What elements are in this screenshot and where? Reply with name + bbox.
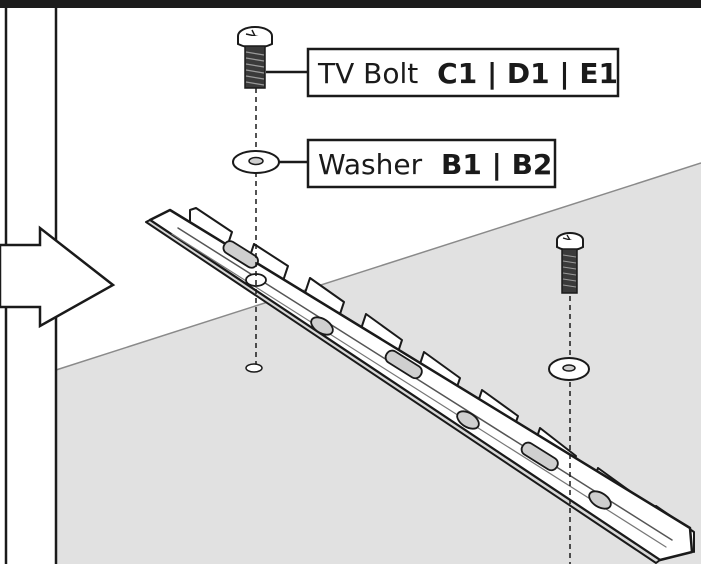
tv-bolt-shank-icon	[244, 45, 266, 89]
left-floor-point	[245, 363, 263, 373]
tv-bolt-label: TV Bolt C1 | D1 | E1	[317, 57, 618, 90]
wall-edge	[55, 162, 701, 371]
washer-label: Washer B1 | B2	[318, 148, 552, 181]
washer-label-box	[306, 138, 557, 189]
tv-bolt-callout: TV Bolt C1 | D1 | E1	[266, 47, 620, 98]
rail-lip	[145, 219, 661, 564]
rail-slots	[222, 240, 612, 510]
washer-name: Washer	[318, 148, 423, 181]
right-bolt-assembly	[548, 232, 590, 564]
left-bolt-assembly	[232, 26, 280, 373]
right-bolt-shank-icon	[561, 248, 578, 294]
mounting-rail	[145, 207, 695, 564]
washer-codes: B1 | B2	[441, 148, 552, 181]
washer-callout: Washer B1 | B2	[279, 138, 557, 189]
tv-bolt-label-box	[306, 47, 620, 98]
direction-arrow	[0, 225, 116, 329]
tv-bolt-name: TV Bolt	[317, 57, 418, 90]
top-frame-bar	[0, 0, 701, 8]
tv-bolt-codes: C1 | D1 | E1	[437, 57, 618, 90]
